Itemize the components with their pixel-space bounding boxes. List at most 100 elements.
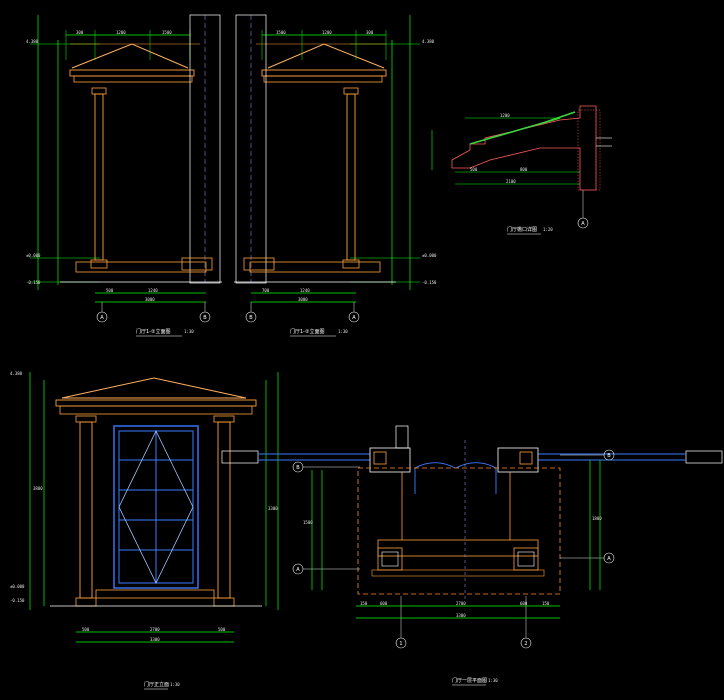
axis-label: A	[352, 315, 356, 321]
axis-bubble	[245, 311, 257, 323]
axis-label: B	[607, 453, 611, 459]
roof-pediment	[61, 377, 247, 399]
front-elevation: 4.380 ±0.000 -0.150 3880 3300	[10, 371, 279, 690]
dim-text: 500	[82, 627, 90, 632]
dim-text: 1200	[322, 30, 332, 35]
axis-bubble	[292, 563, 304, 575]
dim-text: 800	[520, 167, 528, 172]
drawing-title: 门厅1-②立面图	[290, 328, 324, 335]
dim-text: 600	[520, 601, 528, 606]
elevation-2: 4.380 ±0.000 -0.150 1500 1200 300 700 12…	[234, 14, 437, 337]
frieze	[59, 405, 253, 415]
column-capital	[213, 415, 235, 423]
axis-bubble	[199, 311, 211, 323]
drawing-title: 门厅檐口详图	[507, 226, 537, 233]
door-swing-right[interactable]	[455, 462, 497, 494]
column-capital	[91, 87, 107, 95]
column-shaft-right	[217, 421, 231, 599]
dim-text: 2700	[456, 601, 466, 606]
level-label: -0.150	[26, 280, 41, 285]
base-step	[249, 261, 381, 273]
dim-text: 700	[262, 288, 270, 293]
door-frame	[113, 425, 199, 589]
axis-label: B	[296, 465, 300, 471]
level-label: ±0.000	[10, 584, 25, 589]
drawing-scale: 1:20	[543, 227, 553, 232]
dim-text: 2700	[150, 627, 160, 632]
wall-segment	[221, 450, 259, 464]
step-edge	[371, 569, 545, 577]
column-base-block	[513, 547, 539, 571]
drawing-scale: 1:30	[338, 329, 348, 334]
axis-label: A	[100, 315, 104, 321]
dim-text: 1500	[276, 30, 286, 35]
dim-text: 500	[470, 167, 478, 172]
dim-text: 3300	[268, 506, 278, 511]
column-shaft	[346, 93, 356, 261]
drawing-title: 门厅一层平面图	[452, 677, 487, 684]
roof-pediment	[71, 43, 189, 69]
roof-projection-outline	[357, 467, 561, 595]
entablature	[261, 69, 387, 77]
column-base	[342, 259, 360, 269]
door-grid	[119, 431, 193, 583]
dim-text: 150	[542, 601, 550, 606]
level-label: 4.380	[422, 39, 435, 44]
door-diamond	[118, 430, 194, 584]
axis-label: A	[581, 221, 585, 227]
door-swing-left[interactable]	[414, 462, 456, 494]
dim-text: 1240	[300, 288, 310, 293]
wall-pier	[369, 447, 411, 473]
level-label: ±0.000	[26, 253, 41, 258]
dim-text: 500	[106, 288, 114, 293]
wall-stub	[395, 425, 409, 449]
entablature	[55, 399, 257, 407]
axis-label: 2	[524, 641, 527, 647]
level-label: -0.150	[10, 598, 25, 603]
dim-text: 3880	[33, 486, 43, 491]
level-label: -0.150	[422, 280, 437, 285]
dim-text: 3300	[456, 613, 466, 618]
axis-bubble	[577, 217, 589, 229]
hatched-wall	[577, 109, 601, 191]
entablature	[69, 69, 195, 77]
level-label: 4.380	[10, 371, 23, 376]
axis-bubble	[348, 311, 360, 323]
frieze	[263, 75, 383, 83]
eave-section-outline	[451, 105, 597, 191]
dim-text: 300	[76, 30, 84, 35]
axis-label: B	[249, 315, 253, 321]
level-label: ±0.000	[422, 253, 437, 258]
dim-text: 300	[366, 30, 374, 35]
column-base-inner	[517, 551, 535, 567]
dim-text: 1800	[592, 516, 602, 521]
roof-pediment	[267, 43, 385, 69]
drawing-scale: 1:30	[488, 678, 498, 683]
eave-detail: 1200 800 500 2100 A 门厅檐口详图 1:20	[431, 105, 612, 235]
dim-text: 3000	[145, 297, 155, 302]
axis-bubble	[520, 637, 532, 649]
dim-text: 600	[380, 601, 388, 606]
drawing-scale: 1:30	[170, 682, 180, 687]
dim-text: 1500	[303, 520, 313, 525]
axis-bubble	[603, 552, 615, 564]
wall-pier	[497, 447, 539, 473]
frieze	[73, 75, 193, 83]
column-shaft-left	[79, 421, 93, 599]
dim-text: 150	[360, 601, 368, 606]
dim-text: 1240	[148, 288, 158, 293]
dim-text: 3000	[298, 297, 308, 302]
dim-text: 2100	[506, 179, 516, 184]
axis-label: A	[607, 556, 611, 562]
column-base-inner	[381, 551, 399, 567]
drawing-title: 门厅1-②立面图	[136, 328, 170, 335]
base-step	[75, 261, 207, 273]
dim-text: 3300	[150, 637, 160, 642]
column-base	[75, 597, 97, 607]
dim-text: 500	[218, 627, 226, 632]
axis-label: B	[203, 315, 207, 321]
column-capital	[343, 87, 359, 95]
level-label: 4.380	[26, 39, 39, 44]
axis-bubble	[292, 461, 304, 473]
